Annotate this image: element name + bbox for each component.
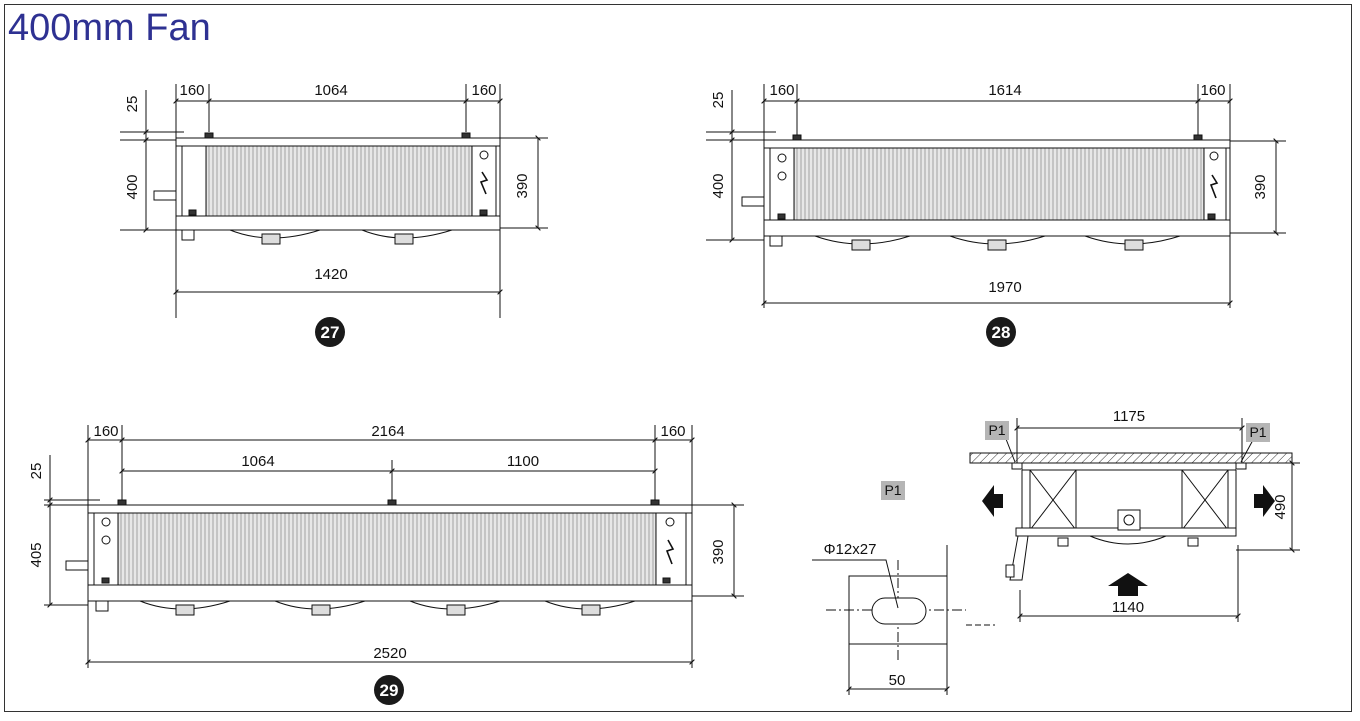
u29-side-left: 160 <box>93 423 118 440</box>
unit-28-drawing <box>706 84 1286 308</box>
detail-labels: P1 Φ12x27 50 <box>824 482 906 689</box>
u28-offset-top: 25 <box>710 92 727 109</box>
u28-height-inner: 390 <box>1252 174 1269 199</box>
u29-overall: 2520 <box>373 645 406 662</box>
section-view-drawing <box>969 418 1300 622</box>
u28-side-right: 160 <box>1200 82 1225 99</box>
unit-27-labels: 160 1064 160 25 400 390 1420 27 <box>124 82 531 342</box>
page-title: 400mm Fan <box>8 7 211 49</box>
section-bottom-dim: 1140 <box>1112 599 1144 616</box>
detail-width-label: 50 <box>889 672 906 689</box>
u29-seg1: 1064 <box>241 453 274 470</box>
u29-height-inner: 390 <box>710 539 727 564</box>
u29-badge-label: 29 <box>380 681 399 700</box>
u27-side-left: 160 <box>179 82 204 99</box>
u29-height-outer: 405 <box>28 542 45 567</box>
section-height-dim: 490 <box>1272 494 1289 519</box>
section-labels: P1 P1 1175 1140 490 <box>988 408 1289 616</box>
hole-detail-drawing <box>812 545 995 695</box>
u28-side-left: 160 <box>769 82 794 99</box>
unit-28-labels: 160 1614 160 25 400 390 1970 28 <box>710 82 1269 342</box>
u28-height-outer: 400 <box>710 173 727 198</box>
u27-height-outer: 400 <box>124 174 141 199</box>
unit-27-drawing <box>120 84 548 318</box>
unit-29-drawing <box>44 425 744 668</box>
u27-center: 1064 <box>314 82 347 99</box>
arrow-left-icon <box>982 485 1003 517</box>
badge-27 <box>315 317 345 347</box>
u28-center: 1614 <box>988 82 1021 99</box>
p1-box-left <box>985 421 1009 440</box>
u27-badge-label: 27 <box>321 323 340 342</box>
drawing-frame <box>4 4 1352 712</box>
u29-center-total: 2164 <box>371 423 404 440</box>
detail-hole-label: Φ12x27 <box>824 541 877 558</box>
arrow-right-icon <box>1254 485 1275 517</box>
u29-offset-top: 25 <box>28 463 45 480</box>
p1-box-detail <box>881 481 905 500</box>
u29-side-right: 160 <box>660 423 685 440</box>
u27-height-inner: 390 <box>514 173 531 198</box>
badge-29 <box>374 675 404 705</box>
airflow-arrows <box>982 485 1275 596</box>
u27-side-right: 160 <box>471 82 496 99</box>
detail-p1-label: P1 <box>884 482 901 498</box>
section-p1-right: P1 <box>1249 424 1266 440</box>
arrow-up-icon <box>1108 573 1148 596</box>
section-p1-left: P1 <box>988 422 1005 438</box>
p1-box-right <box>1246 423 1270 442</box>
unit-29-labels: 160 2164 160 1064 1100 25 405 390 2520 2… <box>28 423 727 700</box>
u29-seg2: 1100 <box>507 453 539 470</box>
u28-badge-label: 28 <box>992 323 1011 342</box>
section-top-dim: 1175 <box>1113 408 1145 425</box>
badge-28 <box>986 317 1016 347</box>
u27-overall: 1420 <box>314 266 347 283</box>
u28-overall: 1970 <box>988 279 1021 296</box>
u27-offset-top: 25 <box>124 96 141 113</box>
